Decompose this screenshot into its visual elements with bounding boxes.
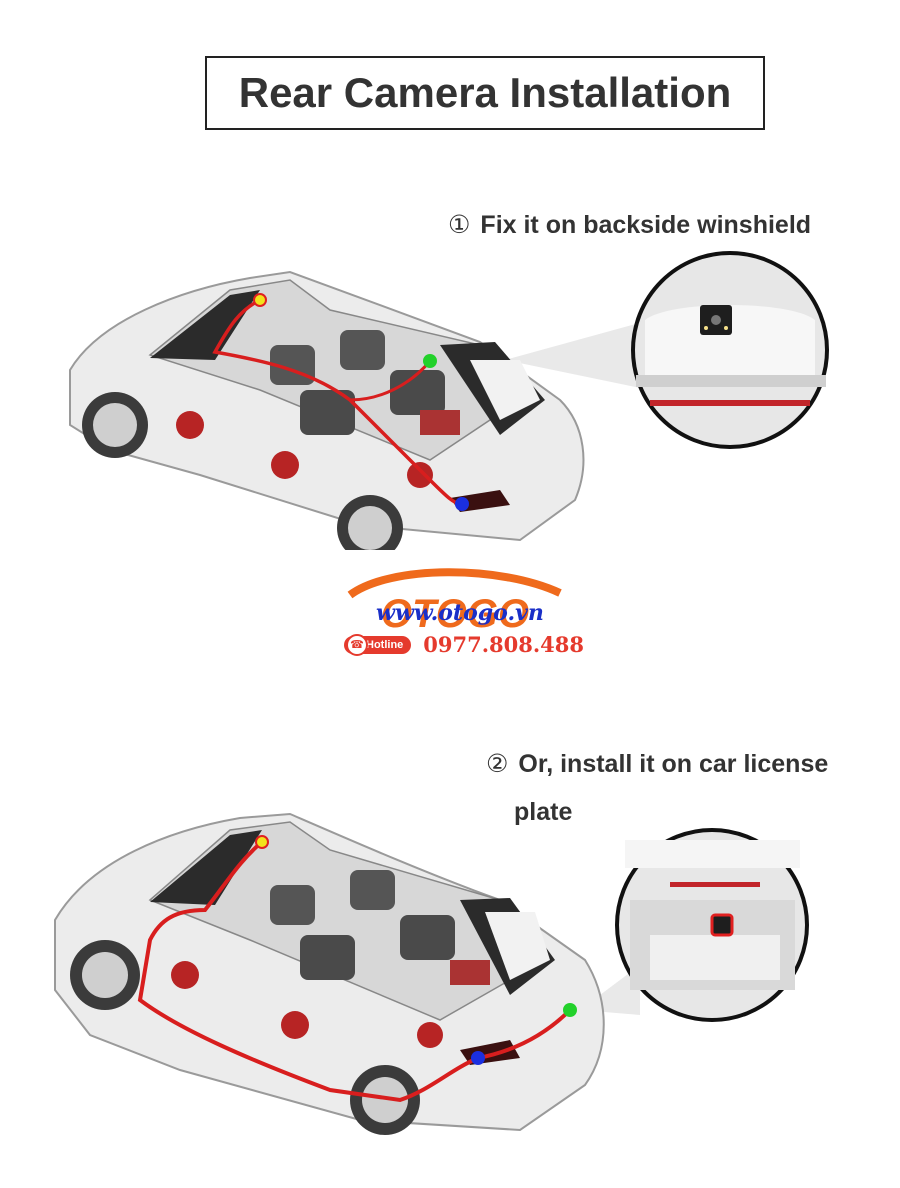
- camera-point-dot: [423, 354, 437, 368]
- step-2-text-continuation: plate: [514, 798, 573, 826]
- car-body: [54, 812, 605, 1135]
- step-2-text: Or, install it on car license: [518, 750, 829, 778]
- tail-light-dot: [471, 1051, 485, 1065]
- step-1-text: Fix it on backside winshield: [480, 211, 812, 239]
- car-body: [69, 270, 585, 550]
- step-1-label: ① Fix it on backside winshield: [448, 210, 811, 240]
- camera-point-dot: [563, 1003, 577, 1017]
- tail-light-dot: [455, 497, 469, 511]
- step-2-number: ②: [486, 750, 509, 778]
- hotline-label: Hotline: [366, 638, 404, 651]
- dvr-mount-dot: [253, 293, 267, 307]
- title-box: Rear Camera Installation: [205, 56, 765, 130]
- callout-beam: [505, 320, 650, 390]
- hotline: ☎ Hotline 0977.808.488: [344, 632, 584, 657]
- car-diagram-license-plate: [54, 812, 809, 1135]
- dvr-mount-dot: [255, 835, 269, 849]
- page-title: Rear Camera Installation: [238, 69, 732, 116]
- hotline-number[interactable]: 0977.808.488: [423, 632, 585, 657]
- phone-icon: ☎: [346, 633, 368, 656]
- zoom-license-plate: [615, 828, 809, 1022]
- car-diagram-windshield: [69, 251, 829, 550]
- camera-wire-branch: [349, 360, 432, 402]
- website-url[interactable]: www.otogo.vn: [376, 600, 544, 626]
- step-2-label: ② Or, install it on car license plate: [486, 740, 886, 836]
- step-1-number: ①: [448, 211, 471, 239]
- camera-icon: [710, 913, 734, 937]
- camera-wire: [212, 298, 463, 506]
- camera-wire: [137, 840, 572, 1103]
- hotline-badge: ☎ Hotline: [344, 633, 412, 656]
- logo-text: OTOGO: [381, 592, 529, 636]
- otogo-logo: OTOGO: [347, 568, 562, 636]
- zoom-windshield: [631, 251, 829, 449]
